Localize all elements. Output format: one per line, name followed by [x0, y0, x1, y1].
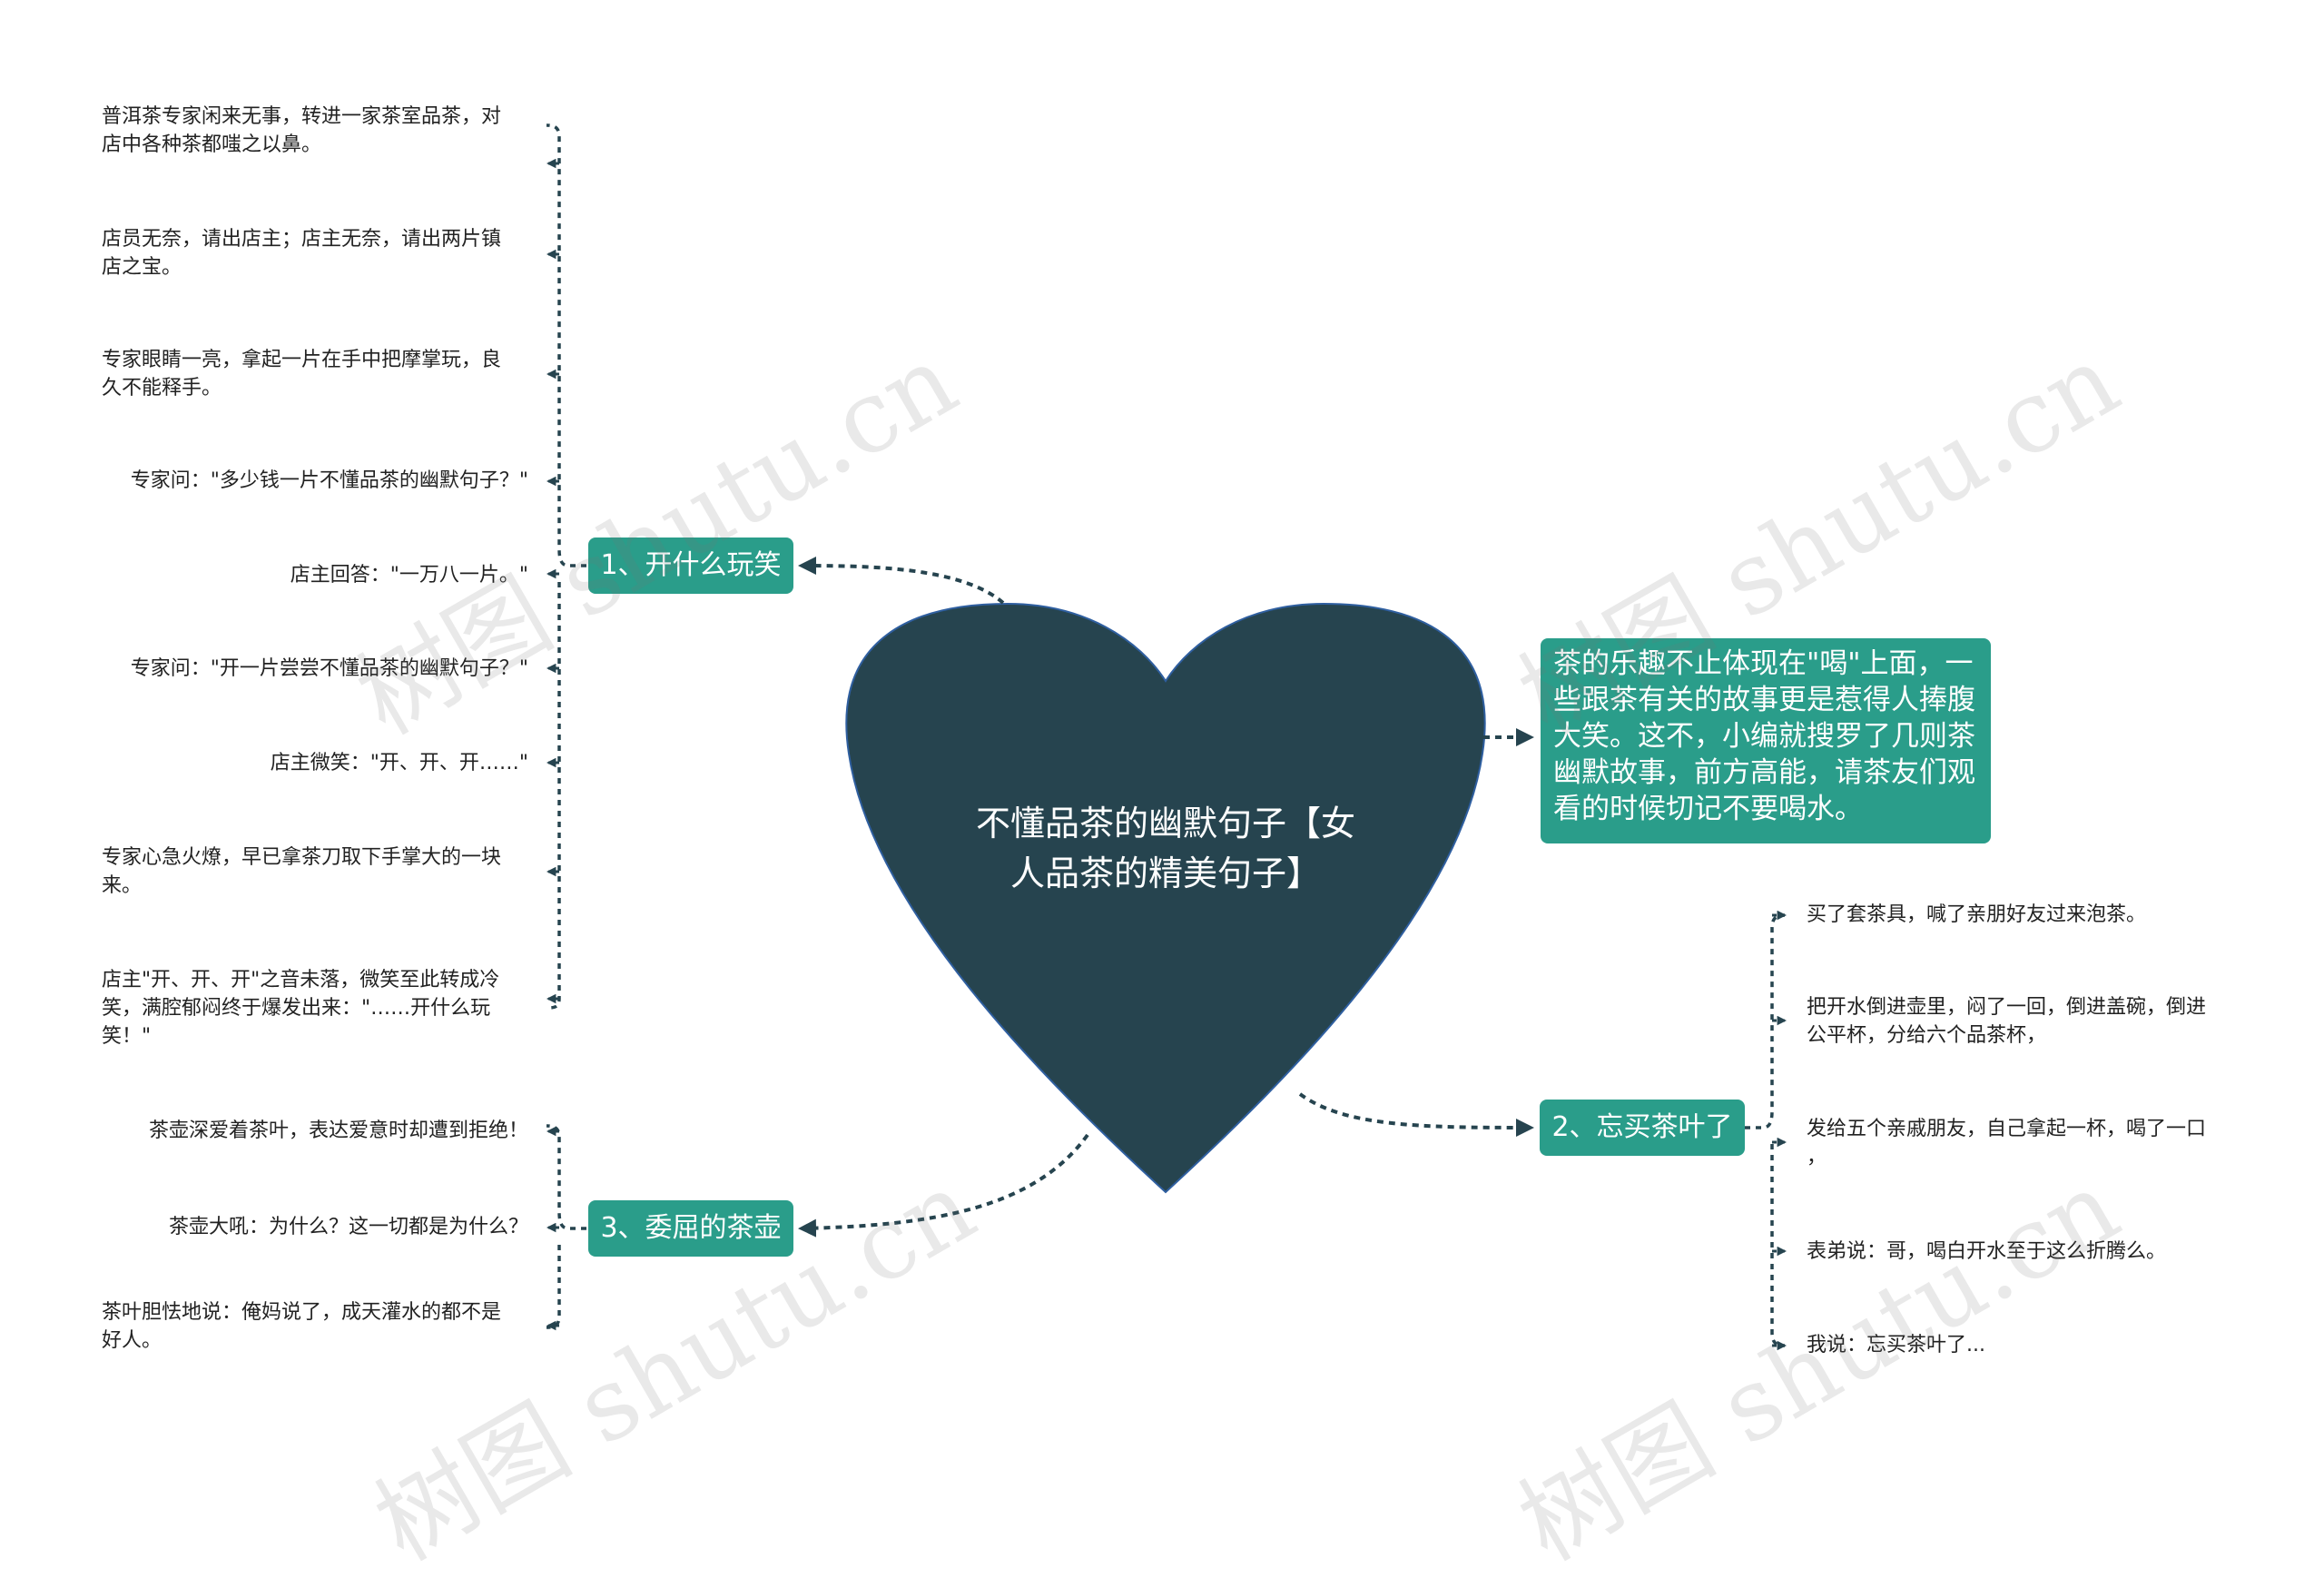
branch-1-leaf-3: 专家眼睛一亮，拿起一片在手中把摩掌玩，良 久不能释手。: [102, 349, 502, 399]
branch-node-2[interactable]: 2、忘买茶叶了: [1540, 1100, 1745, 1156]
description-node[interactable]: 茶的乐趣不止体现在"喝"上面，一些跟茶有关的故事更是惹得人捧腹大笑。这不，小编就…: [1541, 638, 1991, 843]
central-title-line-2: 人品茶的精美句子】: [1009, 853, 1321, 893]
branch-node-1[interactable]: 1、开什么玩笑: [588, 538, 793, 594]
branch-3-bracket: [546, 1124, 586, 1329]
branch-1-leaf-9: 店主"开、开、开"之音未落，微笑至此转成冷 笑，满腔郁闷终于爆发出来："……开什…: [102, 969, 500, 1048]
mind-map-canvas: [546, 123, 1787, 1351]
central-title-line-1: 不懂品茶的幽默句子【女: [975, 804, 1355, 843]
branch-3-leaf-2: 茶壶大吼：为什么？这一切都是为什么？: [168, 1216, 528, 1238]
branch-1-leaf-2: 店员无奈，请出店主；店主无奈，请出两片镇 店之宝。: [102, 228, 502, 279]
branch-2-leaf-5: 我说：忘买茶叶了...: [1807, 1334, 1985, 1356]
branch-2-bracket: [1745, 913, 1786, 1347]
connector-to-branch-2: [1298, 1092, 1534, 1137]
branch-1-leaf-1: 普洱茶专家闲来无事，转进一家茶室品茶，对 店中各种茶都嗤之以鼻。: [102, 105, 502, 156]
branch-1-leaf-6: 专家问："开一片尝尝不懂品茶的幽默句子？": [130, 657, 528, 680]
branch-1-leaf-7: 店主微笑："开、开、开……": [270, 752, 528, 774]
branch-1-leaf-4: 专家问："多少钱一片不懂品茶的幽默句子？": [130, 469, 528, 492]
branch-2-leaf-3: 发给五个亲戚朋友，自己拿起一杯，喝了一口 ，: [1807, 1118, 2207, 1169]
branch-node-3[interactable]: 3、委屈的茶壶: [588, 1200, 793, 1257]
connector-to-branch-3: [798, 1133, 1089, 1238]
branch-2-leaf-2: 把开水倒进壶里，闷了一回，倒进盖碗，倒进 公平杯，分给六个品茶杯，: [1807, 996, 2207, 1047]
branch-2-leaf-4: 表弟说：哥，喝白开水至于这么折腾么。: [1807, 1240, 2167, 1263]
branch-3-leaf-1: 茶壶深爱着茶叶，表达爱意时却遭到拒绝！: [148, 1119, 528, 1142]
central-topic-title[interactable]: 不懂品茶的幽默句子【女 人品茶的精美句子】: [939, 799, 1393, 899]
connector-to-branch-1: [798, 557, 1005, 605]
central-heart-shape[interactable]: [845, 602, 1486, 1194]
branch-3-leaf-3: 茶叶胆怯地说：俺妈说了，成天灌水的都不是 好人。: [102, 1301, 502, 1352]
branch-1-leaf-5: 店主回答："一万八一片。": [290, 564, 528, 587]
branch-2-leaf-1: 买了套茶具，喊了亲朋好友过来泡茶。: [1807, 903, 2147, 926]
branch-1-leaf-8: 专家心急火燎，早已拿茶刀取下手掌大的一块 来。: [102, 846, 502, 897]
